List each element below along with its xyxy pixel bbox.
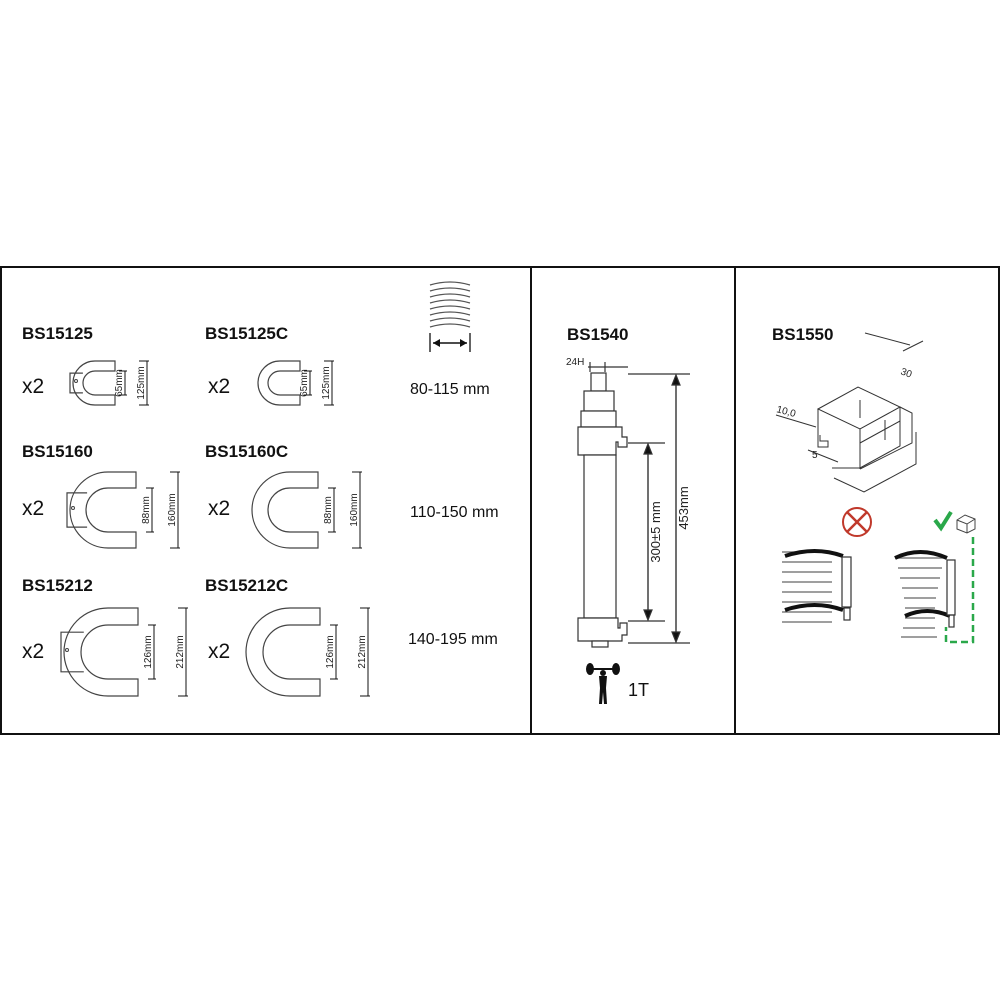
clamp-qty: x2 — [208, 375, 231, 398]
spring-range: 110-150 mm — [410, 504, 499, 521]
inner-dimension-label: 126mm — [325, 635, 336, 668]
outer-dimension-label: 125mm — [136, 366, 147, 399]
clamp-hole — [74, 379, 78, 383]
dimension-ticks — [330, 607, 370, 697]
clamp-code: BS15160 — [22, 442, 93, 461]
block-dim-b: 10,0 — [775, 404, 797, 420]
clamp-drawings: 65mm 125mm 65mm 125mm 88mm 160mm 88mm 160mm 126m… — [60, 360, 370, 697]
clamp-qty: x2 — [22, 497, 45, 520]
spindle-drawing — [577, 362, 690, 648]
dimension-ticks — [148, 607, 188, 697]
outer-dimension-label: 125mm — [321, 366, 332, 399]
clamp-qty: x2 — [22, 640, 45, 663]
weightlifter-icon — [586, 663, 620, 704]
dimension-ticks — [146, 471, 180, 549]
clamp-tab — [69, 372, 83, 394]
frame — [0, 266, 1000, 735]
spring-range: 80-115 mm — [410, 381, 490, 398]
inner-dimension-label: 126mm — [143, 635, 154, 668]
spindle-length-label: 453mm — [676, 486, 691, 529]
small-block-icon — [956, 514, 976, 534]
clamp-shape — [63, 607, 139, 697]
clamp-tab — [60, 631, 84, 673]
inner-dimension-label: 65mm — [114, 369, 125, 397]
inner-dimension-label: 65mm — [299, 369, 310, 397]
inner-dimension-label: 88mm — [323, 496, 334, 524]
clamp-qty: x2 — [208, 497, 231, 520]
dimension-ticks — [328, 471, 362, 549]
spindle-code: BS1540 — [567, 325, 629, 344]
clamp-tab — [66, 492, 88, 528]
spindle-stroke-label: 300±5 mm — [648, 501, 663, 562]
outer-dimension-label: 160mm — [167, 493, 178, 526]
spindle-capacity: 1T — [628, 680, 650, 700]
clamp-hole — [65, 648, 69, 652]
clamp-code: BS15160C — [205, 442, 289, 461]
spindle-hex-label: 24H — [566, 357, 584, 368]
inner-dimension-label: 88mm — [141, 496, 152, 524]
clamp-shape — [245, 607, 321, 697]
outer-dimension-label: 212mm — [357, 635, 368, 668]
clamp-shape — [72, 360, 116, 406]
outer-dimension-label: 160mm — [349, 493, 360, 526]
clamp-qty: x2 — [22, 375, 45, 398]
check-icon — [933, 510, 953, 532]
spring-icon — [429, 281, 471, 352]
clamp-code: BS15212C — [205, 576, 289, 595]
clamp-code: BS15125 — [22, 324, 93, 343]
clamp-hole — [71, 506, 75, 510]
outer-dimension-label: 212mm — [175, 635, 186, 668]
clamp-code: BS15212 — [22, 576, 93, 595]
clamp-shape — [251, 471, 319, 549]
block-dim-a: 30 — [899, 366, 914, 380]
dimension-ticks — [119, 360, 149, 406]
spring-wrong-drawing — [782, 549, 852, 623]
clamp-shape — [69, 471, 137, 549]
guide-block-drawing — [775, 332, 924, 493]
block-dim-c: 5 — [812, 450, 818, 461]
dimension-ticks — [304, 360, 334, 406]
block-code: BS1550 — [772, 325, 834, 344]
clamp-code: BS15125C — [205, 324, 289, 343]
spring-correct-drawing — [894, 550, 956, 638]
spring-range: 140-195 mm — [408, 631, 498, 648]
clamp-shape — [257, 360, 301, 406]
forbidden-icon — [842, 507, 872, 537]
clamp-qty: x2 — [208, 640, 231, 663]
